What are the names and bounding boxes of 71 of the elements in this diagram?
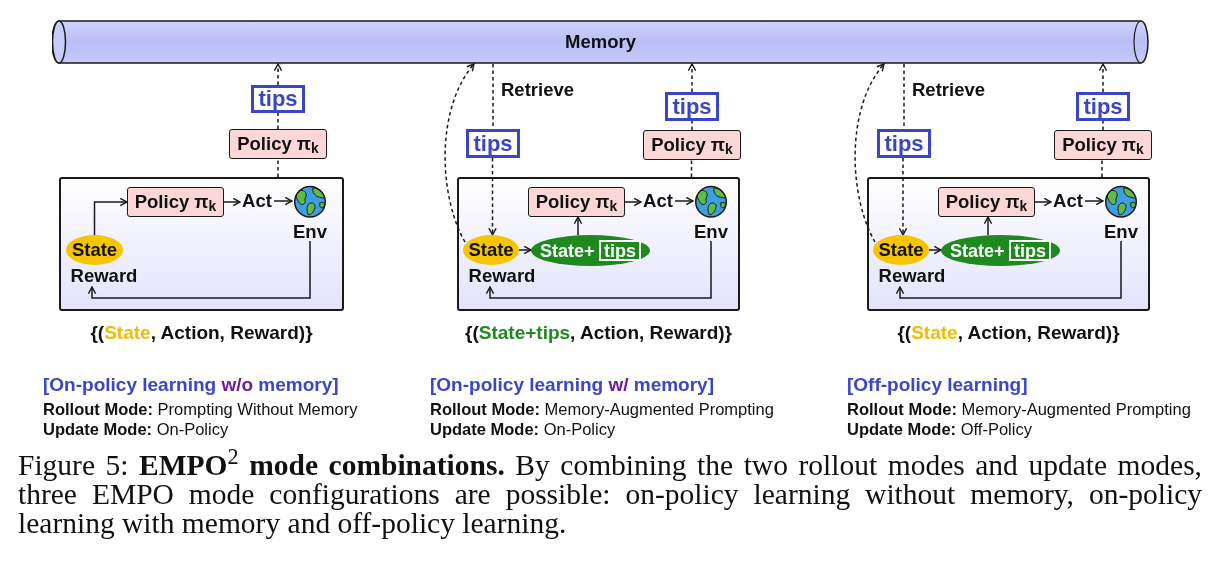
state-ellipse: State (873, 235, 929, 265)
tips-tag: tips (665, 92, 719, 121)
step-label: Act (240, 190, 274, 212)
policy-box: Policy π$_{k}$ (528, 187, 625, 217)
arrow (87, 240, 311, 299)
tips-tag: tips (877, 129, 931, 158)
tips-tag: tips (1076, 92, 1130, 121)
loop-panel (59, 177, 344, 311)
policy-box: Policy π$_{k}$ (1054, 130, 1152, 160)
policy-box: Policy π$_{k}$ (938, 187, 1035, 217)
policy-box: Policy π$_{k}$ (643, 130, 741, 160)
step-label: Reward (68, 265, 140, 287)
arrow (273, 196, 293, 206)
dashed-arrow (488, 157, 497, 236)
step-label: Act (1051, 190, 1085, 212)
mode-heading: [On-policy learning w/o memory] (43, 375, 339, 394)
arrow (983, 216, 993, 236)
dashed-line (690, 159, 693, 178)
step-label: Reward (876, 265, 948, 287)
policy-box: Policy π$_{k}$ (229, 129, 327, 159)
mode-detail: Update Mode: Off-Policy (847, 421, 1032, 438)
arrow (223, 197, 241, 207)
arrow (93, 197, 128, 236)
step-label: Act (641, 190, 675, 212)
tips-tag: tips (466, 129, 520, 158)
mode-heading: [On-policy learning w/ memory] (430, 375, 714, 394)
tips-tag: tips (1009, 240, 1051, 261)
dashed-arrow (444, 63, 475, 243)
arrow (485, 240, 712, 299)
arrow (573, 216, 583, 236)
arrow (928, 245, 942, 255)
mode-detail: Rollout Mode: Memory-Augmented Prompting (847, 401, 1191, 418)
loop-panel (457, 177, 740, 311)
figure-caption: Figure 5: EMPO$^{2}$ mode combinations. By combining the two rollout modes and update modes, three EMPO mode configurations are possible: on-policy learning without memory, on-policy learning with memory and off-policy learning. (18, 451, 1202, 538)
tips-tag: tips (599, 240, 641, 261)
arrow (1034, 197, 1052, 207)
tips-tag: tips (251, 85, 305, 113)
arrow (1084, 196, 1104, 206)
state-ellipse: State (463, 235, 519, 265)
env-label: Env (694, 222, 728, 241)
set-notation: {(State, Action, Reward)} (90, 323, 313, 342)
arrow (624, 197, 642, 207)
arrow (674, 196, 694, 206)
arrow (518, 245, 532, 255)
state-ellipse: State (66, 235, 123, 265)
set-notation: {(State+tips, Action, Reward)} (465, 323, 732, 342)
dashed-line (277, 112, 279, 130)
ellipse-label: State+ (950, 242, 1005, 260)
dashed-arrow (854, 63, 885, 243)
set-notation: {(State, Action, Reward)} (897, 323, 1120, 342)
step-label: Reward (466, 265, 538, 287)
dashed-arrow (1098, 63, 1108, 93)
cylinder-label: Memory (565, 32, 636, 52)
loop-panel (867, 177, 1150, 311)
mode-detail: Update Mode: On-Policy (43, 421, 229, 438)
policy-box: Policy π$_{k}$ (127, 187, 224, 217)
env-label: Env (293, 222, 327, 241)
dashed-arrow (687, 63, 697, 93)
dashed-line (691, 120, 693, 131)
env-label: Env (1104, 222, 1138, 241)
arrow (895, 240, 1122, 299)
dashed-line (277, 158, 279, 178)
dashed-arrow (898, 157, 908, 236)
mode-detail: Update Mode: On-Policy (430, 421, 616, 438)
mode-detail: Rollout Mode: Prompting Without Memory (43, 401, 358, 418)
mode-heading: [Off-policy learning] (847, 375, 1028, 394)
ellipse-label: State+ (540, 242, 595, 260)
mode-detail: Rollout Mode: Memory-Augmented Prompting (430, 401, 774, 418)
dashed-line (1101, 159, 1103, 178)
dashed-line (1102, 120, 1104, 131)
dashed-arrow (273, 63, 283, 86)
